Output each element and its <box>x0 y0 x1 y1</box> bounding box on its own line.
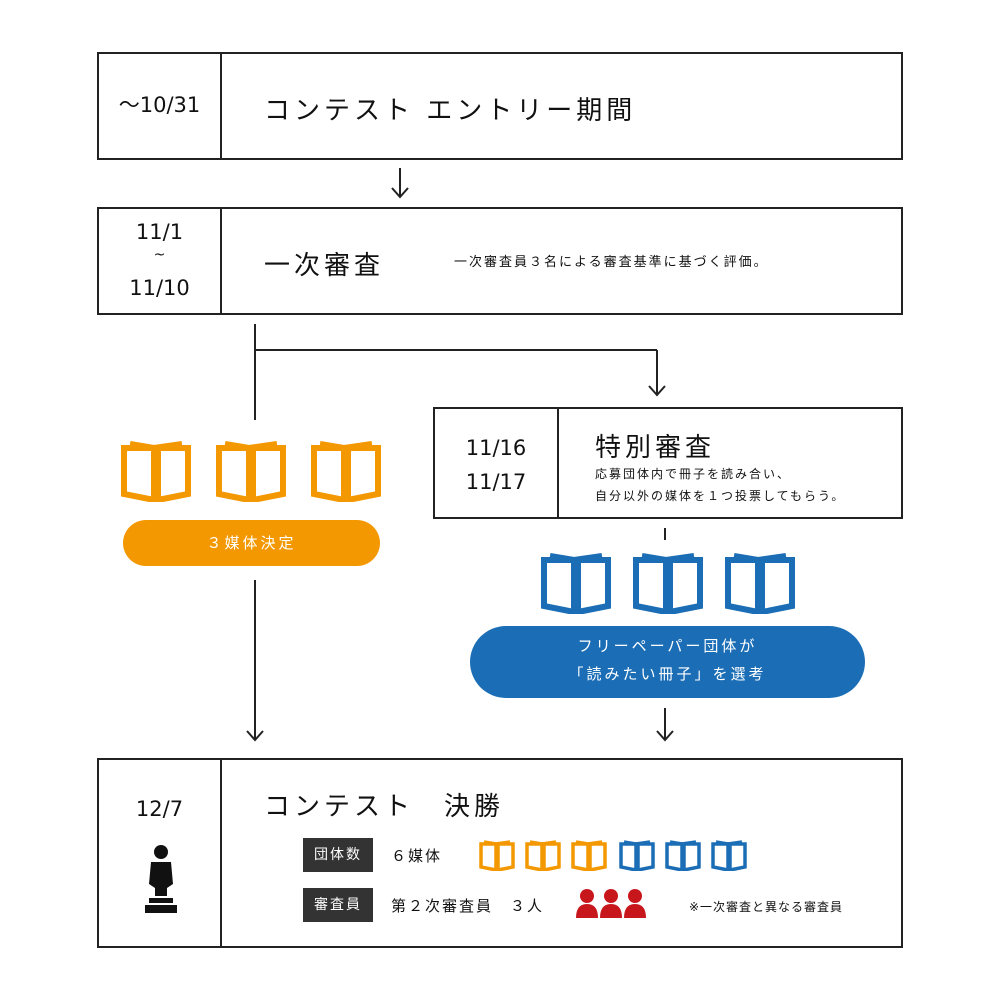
three-media-decided-label: ３媒体決定 <box>206 534 297 552</box>
book-icon <box>711 840 747 871</box>
final-title: コンテスト 決勝 <box>264 792 505 822</box>
book-icon <box>665 840 701 871</box>
three-media-decided-pill: ３媒体決定 <box>123 520 380 566</box>
person-icon <box>624 889 646 918</box>
book-icon <box>311 441 381 502</box>
first-review-title: 一次審査 <box>264 251 385 281</box>
person-icon <box>600 889 622 918</box>
special-review-box: 11/16 11/17 特別審査 応募団体内で冊子を読み合い、 自分以外の媒体を… <box>433 407 903 519</box>
book-icon <box>525 840 561 871</box>
person-icon <box>576 889 598 918</box>
groups-count-value: ６媒体 <box>391 847 443 865</box>
step-entry-box: 〜10/31 コンテスト エントリー期間 <box>97 52 903 160</box>
book-icon <box>725 553 795 614</box>
trophy-icon <box>145 845 177 913</box>
book-icon <box>121 441 191 502</box>
special-desc-2: 自分以外の媒体を１つ投票してもらう。 <box>595 489 846 503</box>
special-desc-1: 応募団体内で冊子を読み合い、 <box>595 467 792 481</box>
first-review-desc: 一次審査員３名による審査基準に基づく評価。 <box>454 255 769 270</box>
first-review-date-sep: ~ <box>153 247 166 263</box>
first-review-date-start: 11/1 <box>135 220 184 244</box>
final-box: 12/7 コンテスト 決勝 団体数 ６媒体 審査員 第２次審査員 ３人 ※一次審… <box>97 758 903 948</box>
judges-note: ※一次審査と異なる審査員 <box>689 900 844 914</box>
free-paper-selection-line1: フリーペーパー団体が <box>577 637 758 655</box>
special-date-1: 11/16 <box>465 436 527 460</box>
book-icon <box>619 840 655 871</box>
book-icon <box>633 553 703 614</box>
special-date-2: 11/17 <box>465 470 527 494</box>
book-icon <box>571 840 607 871</box>
book-icon <box>479 840 515 871</box>
judges-value: 第２次審査員 ３人 <box>391 897 545 915</box>
book-icon <box>541 553 611 614</box>
step-first-review-box: 11/1 ~ 11/10 一次審査 一次審査員３名による審査基準に基づく評価。 <box>97 207 903 315</box>
entry-title: コンテスト エントリー期間 <box>264 96 637 126</box>
groups-count-tag: 団体数 <box>303 838 373 872</box>
judges-tag: 審査員 <box>303 888 373 922</box>
final-date: 12/7 <box>135 797 184 821</box>
book-icon <box>216 441 286 502</box>
free-paper-selection-pill: フリーペーパー団体が 「読みたい冊子」を選考 <box>470 626 865 698</box>
special-title: 特別審査 <box>595 433 716 463</box>
first-review-date-end: 11/10 <box>129 276 190 300</box>
entry-date: 〜10/31 <box>118 93 201 117</box>
free-paper-selection-line2: 「読みたい冊子」を選考 <box>568 664 767 683</box>
